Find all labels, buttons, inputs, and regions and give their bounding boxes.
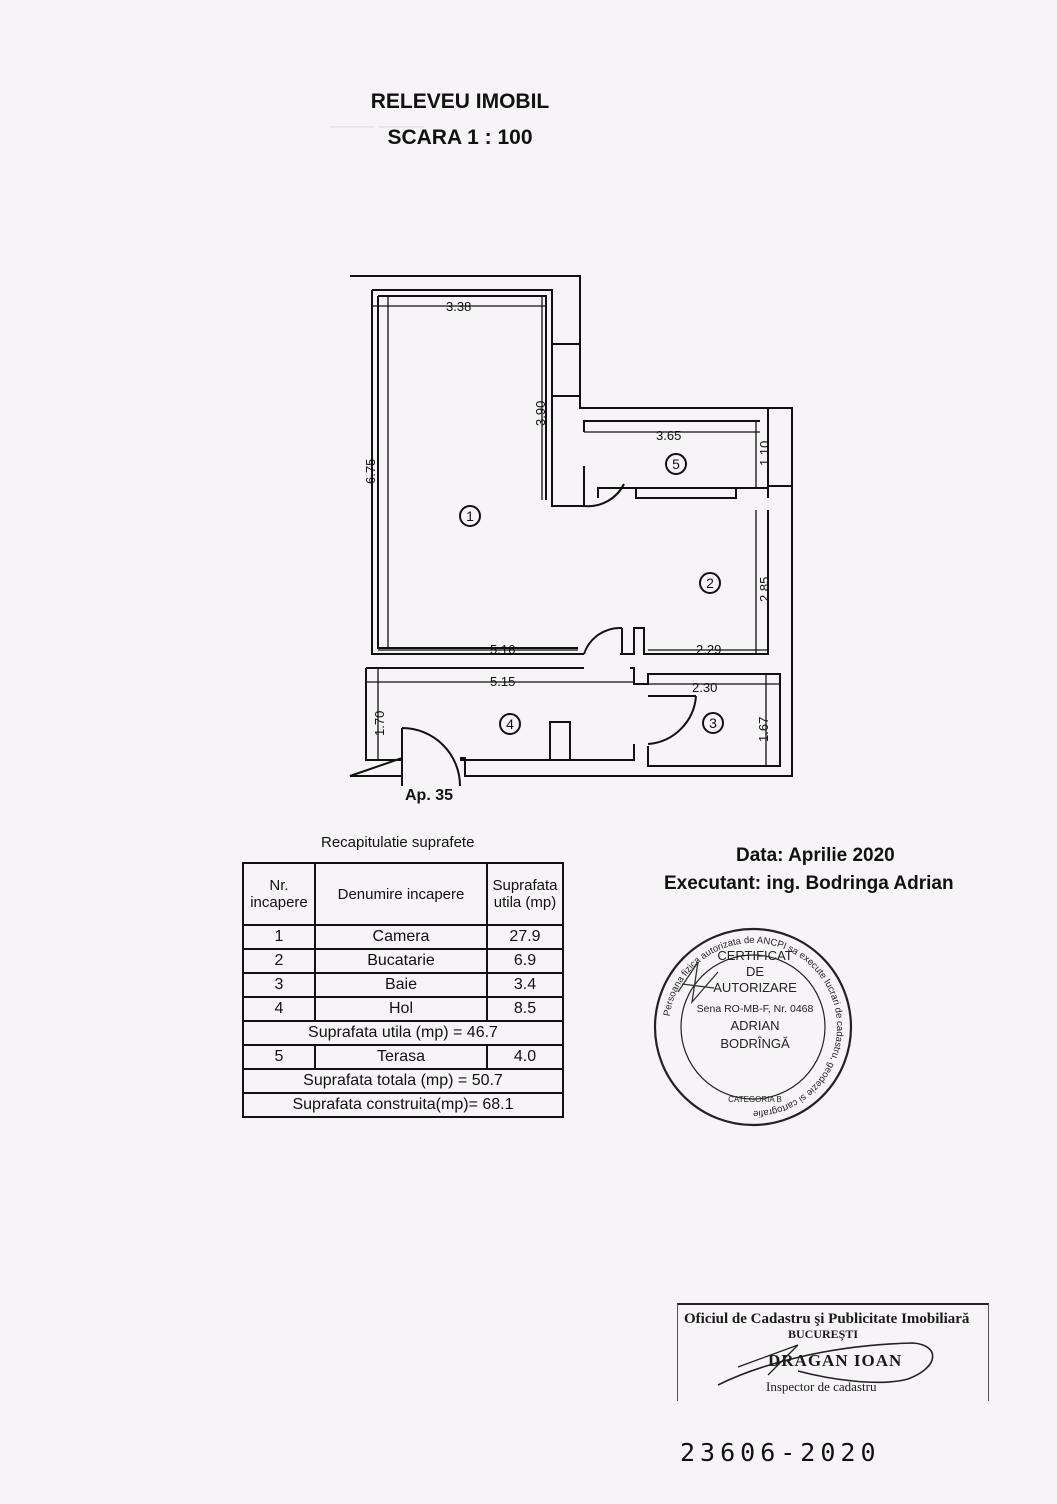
window-kitchen xyxy=(635,487,737,499)
room-number-5: 5 xyxy=(672,456,680,472)
outer-wall xyxy=(349,275,793,777)
room-number-2: 2 xyxy=(706,575,714,591)
inspector-title: Inspector de cadastru xyxy=(766,1379,877,1394)
table-header-row: Nr. incapere Denumire incapere Suprafata… xyxy=(242,862,564,926)
row-name: Camera xyxy=(314,924,488,950)
table-row: 1 Camera 27.9 xyxy=(242,924,564,950)
stamp-certificate: CERTIFICAT xyxy=(717,948,792,963)
stamp-series: Sena RO-MB-F, Nr. 0468 xyxy=(697,1003,814,1015)
hall-inner xyxy=(365,668,635,761)
table-row: 2 Bucatarie 6.9 xyxy=(242,948,564,974)
row-area: 3.4 xyxy=(486,972,564,998)
header-area: Suprafata utila (mp) xyxy=(486,862,564,926)
recap-title: Recapitulatie suprafete xyxy=(321,834,475,851)
row-name: Terasa xyxy=(314,1044,488,1070)
total-area: Suprafata totala (mp) = 50.7 xyxy=(242,1068,564,1094)
room-number-3: 3 xyxy=(709,715,717,731)
built-area: Suprafata construita(mp)= 68.1 xyxy=(242,1092,564,1118)
stamp-last-name: BODRÎNGĂ xyxy=(720,1036,790,1051)
registration-number: 23606-2020 xyxy=(680,1438,881,1467)
room-number-1: 1 xyxy=(466,508,474,524)
header-nr: Nr. incapere xyxy=(242,862,316,926)
dim-terrace-depth: 1.10 xyxy=(757,441,772,466)
inspector-signature xyxy=(717,1342,934,1386)
row-name: Bucatarie xyxy=(314,948,488,974)
dim-room1-height: 6.75 xyxy=(363,459,378,484)
row-nr: 1 xyxy=(242,924,316,950)
row-name: Hol xyxy=(314,996,488,1022)
recap-table: Nr. incapere Denumire incapere Suprafata… xyxy=(242,862,564,1118)
dim-bath-height: 1.67 xyxy=(756,717,771,742)
terrace-wall xyxy=(767,407,793,487)
table-row: 4 Hol 8.5 xyxy=(242,996,564,1022)
useful-total: Suprafata utila (mp) = 46.7 xyxy=(242,1020,564,1046)
cadastre-stamp: Oficiul de Cadastru şi Publicitate Imobi… xyxy=(677,1303,989,1401)
useful-total-row: Suprafata utila (mp) = 46.7 xyxy=(242,1020,564,1046)
door-bath xyxy=(647,695,697,745)
door-entrance xyxy=(401,727,461,787)
document-title: RELEVEU IMOBIL xyxy=(370,90,550,113)
stamp-first-name: ADRIAN xyxy=(730,1018,779,1033)
dim-kitchen-bottom: 2.29 xyxy=(696,642,721,657)
stamp-authorization: AUTORIZARE xyxy=(713,980,797,995)
dim-room1-width: 3.38 xyxy=(446,299,471,314)
door-kitchen xyxy=(583,466,625,508)
apartment-label: Ap. 35 xyxy=(405,787,454,804)
stamp-category: CATEGORIA B xyxy=(728,1095,782,1104)
built-row: Suprafata construita(mp)= 68.1 xyxy=(242,1092,564,1118)
dim-bath-width: 2.30 xyxy=(692,680,717,695)
room-number-4: 4 xyxy=(506,716,514,732)
dim-terrace-width: 3.65 xyxy=(656,428,681,443)
row-nr: 4 xyxy=(242,996,316,1022)
total-row: Suprafata totala (mp) = 50.7 xyxy=(242,1068,564,1094)
table-row: 5 Terasa 4.0 xyxy=(242,1044,564,1070)
room1-lower-wall xyxy=(371,290,769,655)
dim-hall-width: 5.15 xyxy=(490,674,515,689)
row-nr: 5 xyxy=(242,1044,316,1070)
dim-room1-bottom: 5.16 xyxy=(490,642,515,657)
kitchen-wall xyxy=(597,487,769,498)
row-area: 27.9 xyxy=(486,924,564,950)
row-name: Baie xyxy=(314,972,488,998)
floor-plan: 3.38 3.90 6.75 3.65 1.10 2.85 5.16 2.29 … xyxy=(349,275,793,787)
dim-room1-depth: 3.90 xyxy=(533,401,548,426)
door-room1 xyxy=(583,626,623,655)
bath-wall xyxy=(647,674,781,766)
dim-kitchen-height: 2.85 xyxy=(757,577,772,602)
row-area: 6.9 xyxy=(486,948,564,974)
cadastre-city: BUCUREŞTI xyxy=(788,1327,859,1341)
date-label: Data: Aprilie 2020 xyxy=(736,845,895,866)
signature-mark xyxy=(677,961,719,1005)
header-name: Denumire incapere xyxy=(314,862,488,926)
executant-label: Executant: ing. Bodringa Adrian xyxy=(664,873,954,894)
hall-wall xyxy=(366,667,781,767)
room1-inner-line xyxy=(377,295,578,649)
row-nr: 3 xyxy=(242,972,316,998)
row-area: 8.5 xyxy=(486,996,564,1022)
scale-label: SCARA 1 : 100 xyxy=(387,126,533,149)
row-nr: 2 xyxy=(242,948,316,974)
stamp-of: DE xyxy=(746,964,764,979)
cadastre-office: Oficiul de Cadastru şi Publicitate Imobi… xyxy=(684,1311,970,1327)
window-room1 xyxy=(551,343,581,397)
dim-hall-height: 1.70 xyxy=(372,711,387,736)
row-area: 4.0 xyxy=(486,1044,564,1070)
inspector-name: DRAGAN IOAN xyxy=(768,1351,903,1370)
table-row: 3 Baie 3.4 xyxy=(242,972,564,998)
room1-wall xyxy=(372,289,760,507)
authorization-stamp: Persoana fizica autorizata de ANCPI sa e… xyxy=(653,927,853,1127)
